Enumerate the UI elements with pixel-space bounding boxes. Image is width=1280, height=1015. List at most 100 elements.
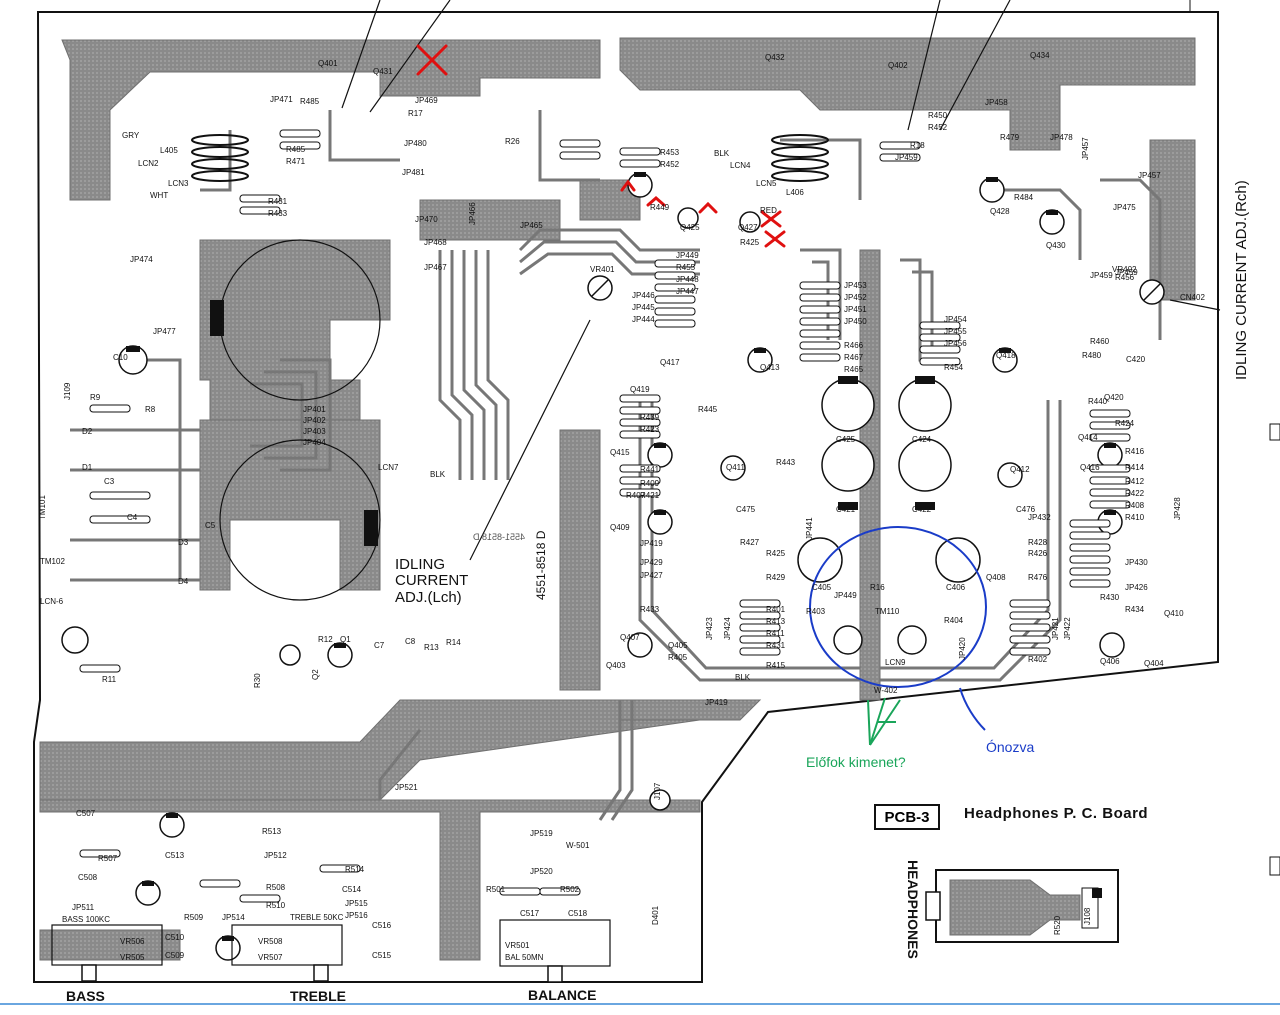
label-r421: R421 [640,491,660,500]
label-r441: R441 [640,465,660,474]
label-r428: R428 [1028,538,1048,547]
label-jp446: JP446 [632,291,655,300]
label-r413: R413 [766,617,786,626]
label-jp471: JP471 [270,95,293,104]
label-tm101: TM101 [38,495,47,520]
label-jp455: JP455 [944,327,967,336]
label-lcn9: LCN9 [885,658,906,667]
label-q407: Q407 [620,633,640,642]
label-c514: C514 [342,885,362,894]
label-c425: C425 [836,435,856,444]
label-r433: R433 [640,605,660,614]
pcb-id-box: PCB-3 [874,804,940,830]
label-gry: GRY [122,131,140,140]
label-r501: R501 [486,885,506,894]
label-vr506: VR506 [120,937,145,946]
label-l405: L405 [160,146,178,155]
part-number: 4551-8518 D [534,530,548,600]
label-c476: C476 [1016,505,1036,514]
label-q406: Q406 [1100,657,1120,666]
red-x-marks [416,44,786,248]
label-jp429: JP429 [640,558,663,567]
label-r402: R402 [1028,655,1048,664]
power-resistor-2 [364,510,378,546]
label-q417: Q417 [660,358,680,367]
label-jp420: JP420 [958,637,967,660]
label-c516: C516 [372,921,392,930]
label-r9: R9 [90,393,101,402]
label-c510: C510 [165,933,185,942]
label-q408: Q408 [986,573,1006,582]
label-c405: C405 [812,583,832,592]
label-r455: R455 [676,263,696,272]
label-jp432: JP432 [1028,513,1051,522]
label-jp428: JP428 [1173,497,1182,520]
label-r30: R30 [253,673,262,688]
blue-probe-annotation [809,526,987,731]
label-r460: R460 [1090,337,1110,346]
label-vr501: VR501 [505,941,530,950]
label-jp520: JP520 [530,867,553,876]
coil-l405 [191,134,249,182]
label-r454: R454 [944,363,964,372]
label-jp452: JP452 [844,293,867,302]
label-jp449b: JP449 [834,591,857,600]
label-q414: Q414 [1078,433,1098,442]
label-q416: Q416 [1080,463,1100,472]
label-r430: R430 [1100,593,1120,602]
label-w402: W-402 [874,686,898,695]
label-jp419: JP419 [640,539,663,548]
label-jp459c: JP459 [1090,271,1113,280]
mirrored-part-number: 4551-8518 D [472,532,525,542]
label-q415: Q415 [610,448,630,457]
label-c420: C420 [1126,355,1146,364]
label-r423: R423 [640,425,660,434]
label-q410: Q410 [1164,609,1184,618]
label-c422: C422 [912,505,932,514]
label-jp454: JP454 [944,315,967,324]
label-jp423: JP423 [705,617,714,640]
label-r17: R17 [408,109,423,118]
label-r510: R510 [266,901,286,910]
power-resistor-1 [210,300,224,336]
label-jp451: JP451 [844,305,867,314]
label-q1: Q1 [340,635,351,644]
label-vr507: VR507 [258,953,283,962]
label-r429: R429 [766,573,786,582]
label-r434: R434 [1125,605,1145,614]
label-r416: R416 [1125,447,1145,456]
label-jp459b: JP459 [1115,268,1138,277]
label-r426: R426 [1028,549,1048,558]
label-jp475: JP475 [1113,203,1136,212]
label-r484: R484 [1014,193,1034,202]
label-wht: WHT [150,191,168,200]
label-jp401: JP401 [303,405,326,414]
green-output-annotation [867,697,901,746]
label-r479: R479 [1000,133,1020,142]
label-jp481: JP481 [402,168,425,177]
label-j109: J109 [63,382,72,400]
label-lcn3: LCN3 [168,179,189,188]
label-l406: L406 [786,188,804,197]
label-d4: D4 [178,577,189,586]
label-jp450: JP450 [844,317,867,326]
label-blk-top: BLK [714,149,730,158]
label-q418: Q418 [996,351,1016,360]
label-q431: Q431 [373,67,393,76]
label-jp419b: JP419 [705,698,728,707]
label-c10: C10 [113,353,128,362]
label-jp468: JP468 [424,238,447,247]
label-c517: C517 [520,909,540,918]
label-q432: Q432 [765,53,785,62]
label-r443: R443 [776,458,796,467]
label-c8: C8 [405,637,416,646]
label-r425: R425 [766,549,786,558]
label-c4: C4 [127,513,138,522]
label-r514: R514 [345,865,365,874]
label-r13: R13 [424,643,439,652]
label-q434: Q434 [1030,51,1050,60]
label-q425: Q425 [680,223,700,232]
label-jp521: JP521 [395,783,418,792]
label-q413: Q413 [760,363,780,372]
bass-label: BASS [66,988,105,1004]
